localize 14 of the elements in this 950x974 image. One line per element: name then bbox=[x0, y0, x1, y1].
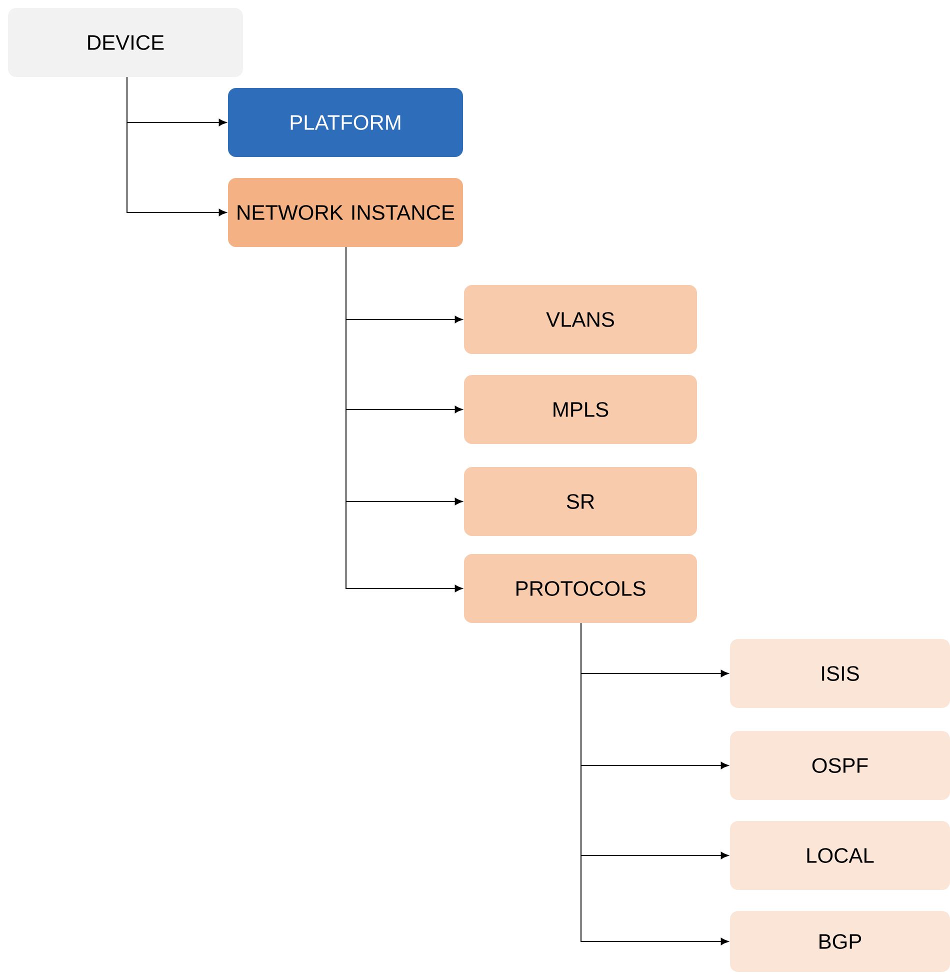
arrow bbox=[346, 246, 463, 592]
process-box: PLATFORM bbox=[228, 88, 463, 157]
process-box: SR bbox=[464, 467, 697, 536]
process-box: BGP bbox=[730, 911, 950, 972]
process-box: ISIS bbox=[730, 639, 950, 708]
process-box: PROTOCOLS bbox=[464, 554, 697, 623]
process-box: NETWORK INSTANCE bbox=[228, 178, 463, 247]
process-box: LOCAL bbox=[730, 821, 950, 890]
arrow bbox=[126, 76, 227, 216]
process-box: DEVICE bbox=[8, 8, 243, 77]
process-box: MPLS bbox=[464, 375, 697, 444]
process-box: OSPF bbox=[730, 731, 950, 800]
process-box: VLANS bbox=[464, 285, 697, 354]
arrow bbox=[580, 622, 729, 946]
